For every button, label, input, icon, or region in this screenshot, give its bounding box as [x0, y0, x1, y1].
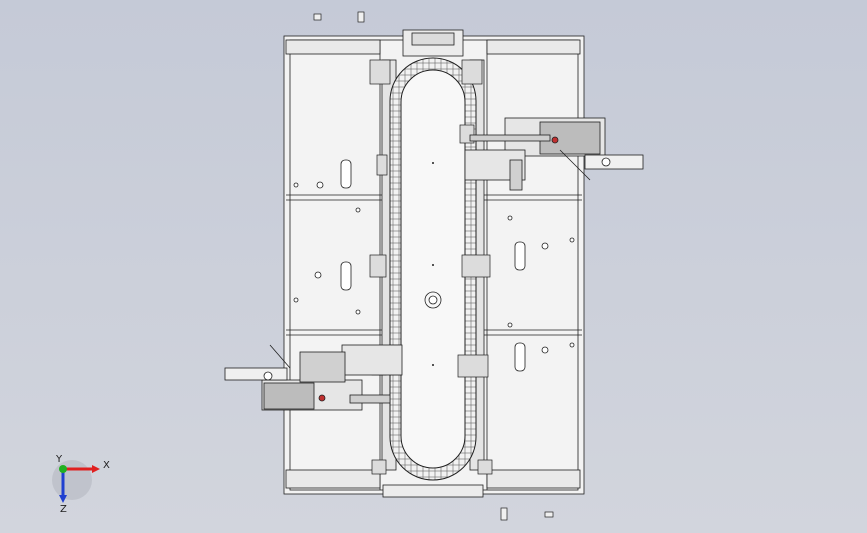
- coordinate-triad: X Y Z: [52, 454, 110, 515]
- top-bracket: [382, 29, 484, 498]
- x-axis-label: X: [103, 460, 110, 471]
- loose-parts: [313, 11, 554, 521]
- plate-slots: [293, 159, 575, 372]
- y-axis-dot: [59, 465, 67, 473]
- z-axis-label: Z: [60, 504, 67, 515]
- y-axis-label: Y: [55, 454, 63, 465]
- z-arrowhead-icon: [59, 495, 67, 503]
- left-station: [224, 344, 403, 411]
- x-arrowhead-icon: [92, 465, 100, 473]
- right-station: [464, 117, 644, 191]
- chain-track: [389, 57, 477, 481]
